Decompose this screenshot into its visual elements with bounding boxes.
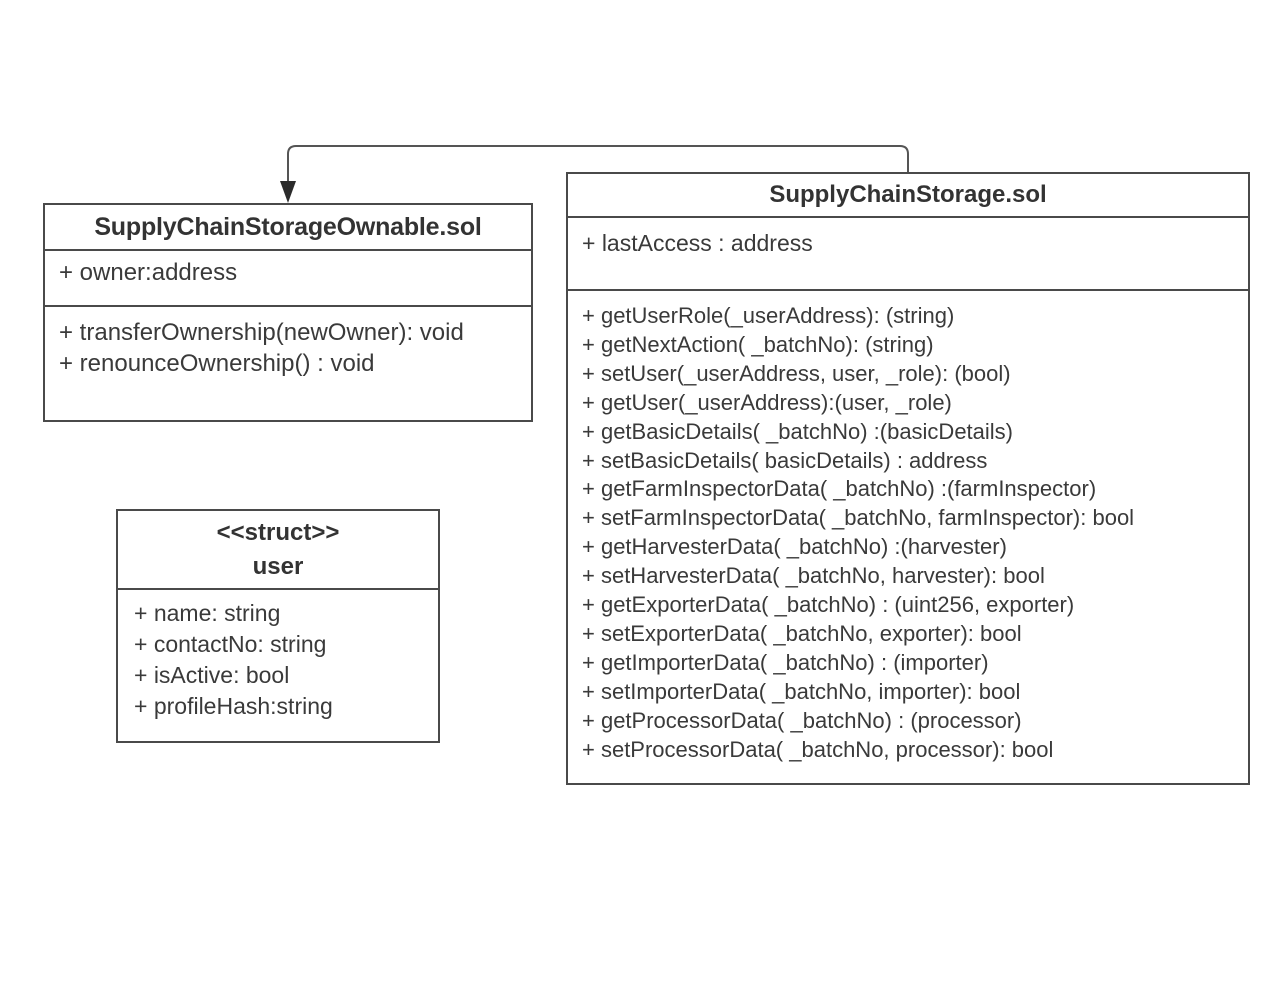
method-row: + setProcessorData( _batchNo, processor)… [582,736,1054,762]
class-box-supplychainstorageownable[interactable]: SupplyChainStorageOwnable.sol + owner:ad… [43,203,533,422]
class-title-supplychainstorage: SupplyChainStorage.sol [568,174,1248,218]
attribute-row: + profileHash:string [134,693,333,719]
method-row: + setFarmInspectorData( _batchNo, farmIn… [582,505,1135,531]
method-row: + getFarmInspectorData( _batchNo) :(farm… [582,476,1097,502]
class-box-struct-user[interactable]: <<struct>> user + name: string + contact… [116,509,440,743]
class-title-supplychainstorageownable: SupplyChainStorageOwnable.sol [45,205,531,251]
method-row: + getProcessorData( _batchNo) : (process… [582,707,1022,733]
attributes-compartment-struct-user: + name: string + contactNo: string + isA… [118,590,438,741]
method-row: + setImporterData( _batchNo, importer): … [582,678,1021,704]
method-row: + getNextAction( _batchNo): (string) [582,331,934,357]
method-row: + getBasicDetails( _batchNo) :(basicDeta… [582,418,1014,444]
inheritance-arrowhead-icon [280,181,296,203]
class-title-struct-user: <<struct>> user [118,511,438,590]
method-row: + setHarvesterData( _batchNo, harvester)… [582,563,1045,589]
attributes-compartment-ownable: + owner:address [45,251,531,305]
method-row: + getExporterData( _batchNo) : (uint256,… [582,592,1075,618]
method-row: + transferOwnership(newOwner): void [59,319,464,346]
method-row: + getImporterData( _batchNo) : (importer… [582,649,989,675]
method-row: + getHarvesterData( _batchNo) :(harveste… [582,534,1007,560]
stereotype-label: <<struct>> [216,518,340,546]
methods-compartment-storage: + getUserRole(_userAddress): (string) + … [568,289,1248,783]
attributes-compartment-storage: + lastAccess : address [568,218,1248,289]
method-row: + setBasicDetails( basicDetails) : addre… [582,447,988,473]
attribute-row: + name: string [134,600,281,626]
attribute-row: + owner:address [59,259,238,286]
struct-name-label: user [252,552,304,580]
class-box-supplychainstorage[interactable]: SupplyChainStorage.sol + lastAccess : ad… [566,172,1250,785]
methods-compartment-ownable: + transferOwnership(newOwner): void + re… [45,305,531,420]
method-row: + getUser(_userAddress):(user, _role) [582,389,952,415]
attribute-row: + contactNo: string [134,631,327,657]
method-row: + renounceOwnership() : void [59,350,375,377]
method-row: + setUser(_userAddress, user, _role): (b… [582,360,1011,386]
method-row: + getUserRole(_userAddress): (string) [582,303,955,328]
attribute-row: + lastAccess : address [582,230,813,256]
method-row: + setExporterData( _batchNo, exporter): … [582,620,1022,646]
attribute-row: + isActive: bool [134,662,290,688]
